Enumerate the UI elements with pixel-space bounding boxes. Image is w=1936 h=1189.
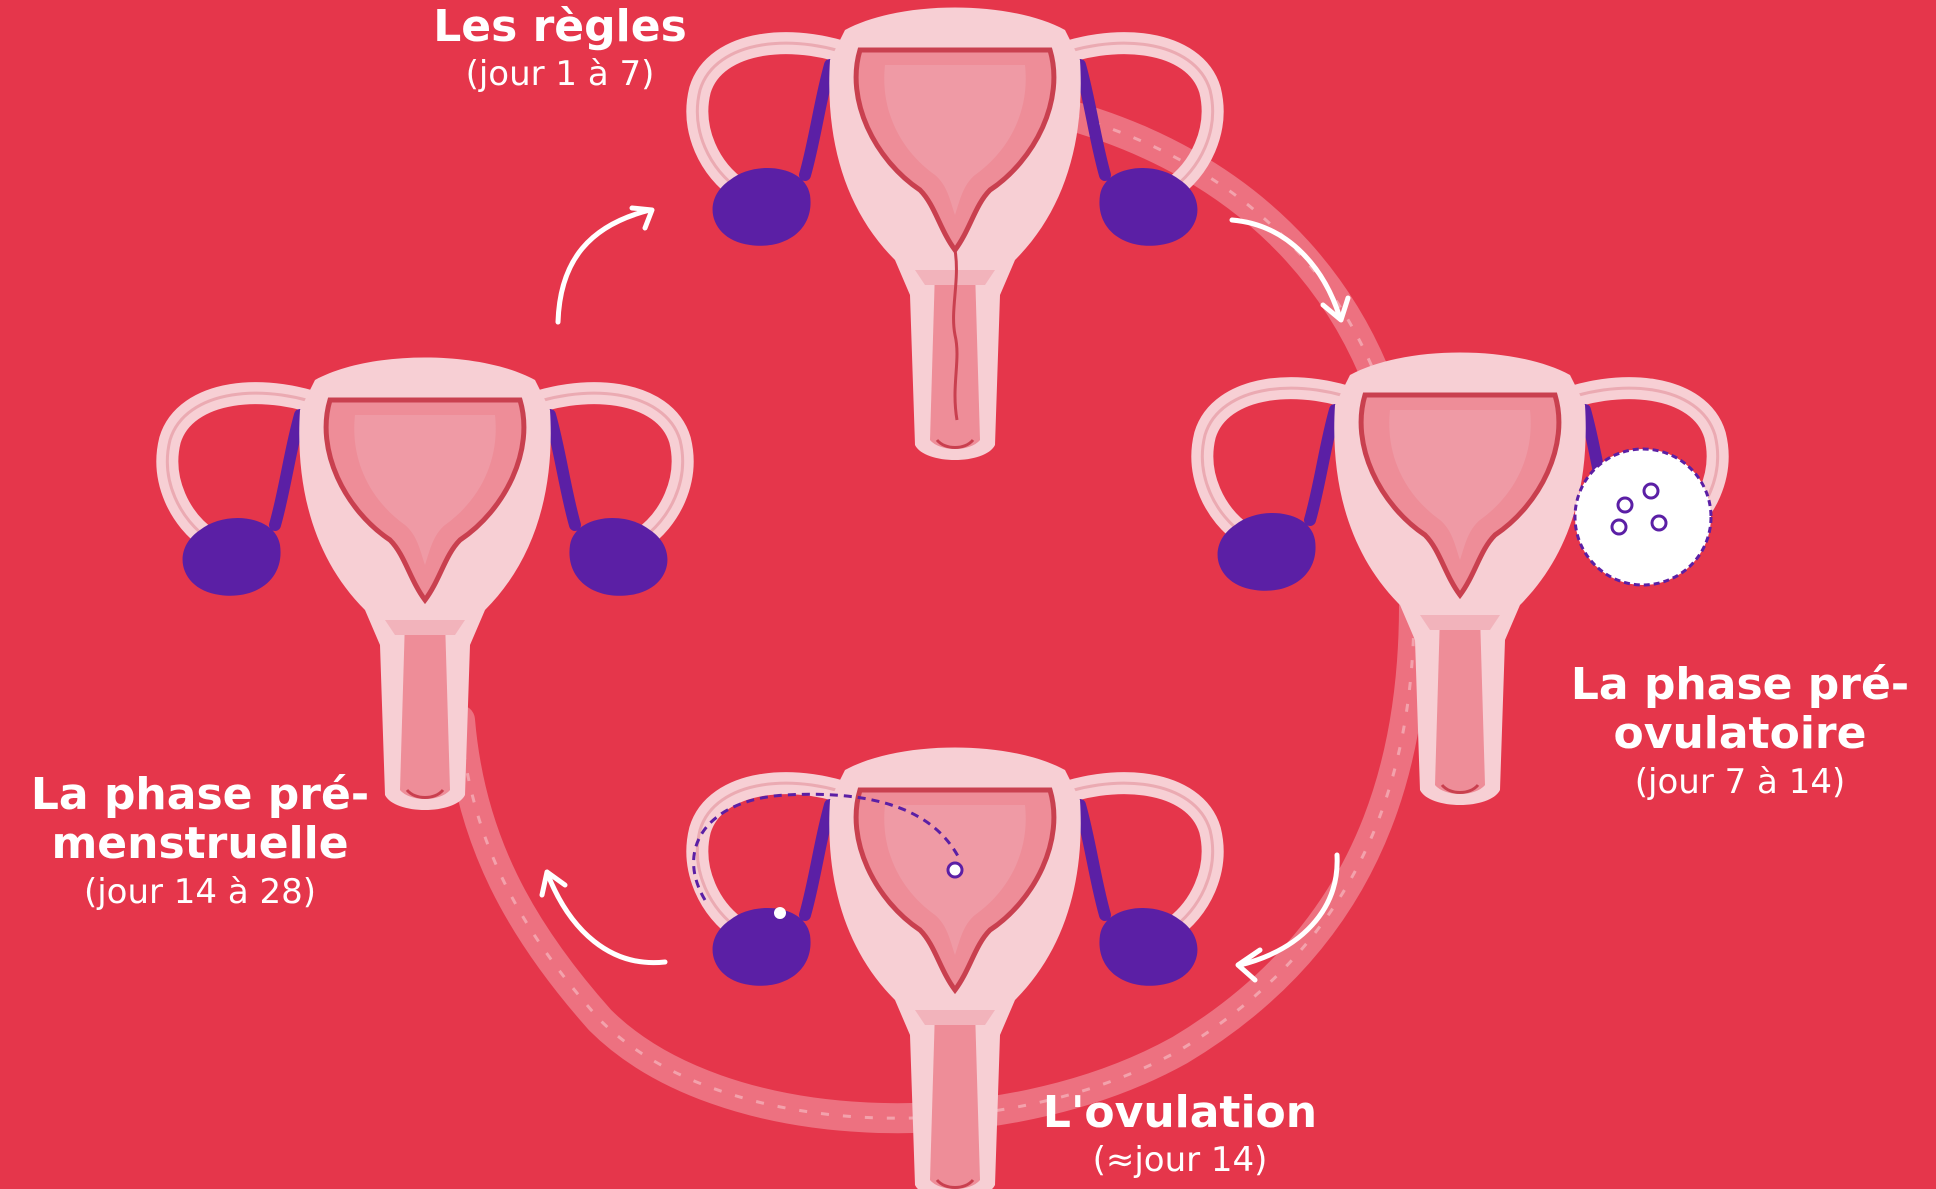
- phase-subtitle: (≈jour 14): [1000, 1141, 1360, 1179]
- phase-subtitle: (jour 1 à 7): [360, 55, 760, 93]
- follicle-icon: [1575, 449, 1711, 585]
- phase-label-pre-ovulatoire: La phase pré-ovulatoire (jour 7 à 14): [1540, 660, 1936, 801]
- egg-icon: [948, 863, 962, 877]
- uterus-icon: [167, 358, 682, 811]
- cycle-arrow-icon: [558, 210, 650, 322]
- phase-title: Les règles: [360, 2, 760, 51]
- cycle-arrow-icon: [548, 875, 665, 963]
- phase-label-ovulation: L'ovulation (≈jour 14): [1000, 1088, 1360, 1179]
- uterus-icon: [697, 8, 1212, 461]
- egg-icon: [774, 907, 786, 919]
- phase-title: L'ovulation: [1000, 1088, 1360, 1137]
- phase-title: La phase pré-ovulatoire: [1540, 660, 1936, 759]
- phase-title: La phase pré-menstruelle: [0, 770, 400, 869]
- phase-label-regles: Les règles (jour 1 à 7): [360, 2, 760, 93]
- phase-subtitle: (jour 14 à 28): [0, 873, 400, 911]
- phase-label-pre-menstruelle: La phase pré-menstruelle (jour 14 à 28): [0, 770, 400, 911]
- phase-subtitle: (jour 7 à 14): [1540, 763, 1936, 801]
